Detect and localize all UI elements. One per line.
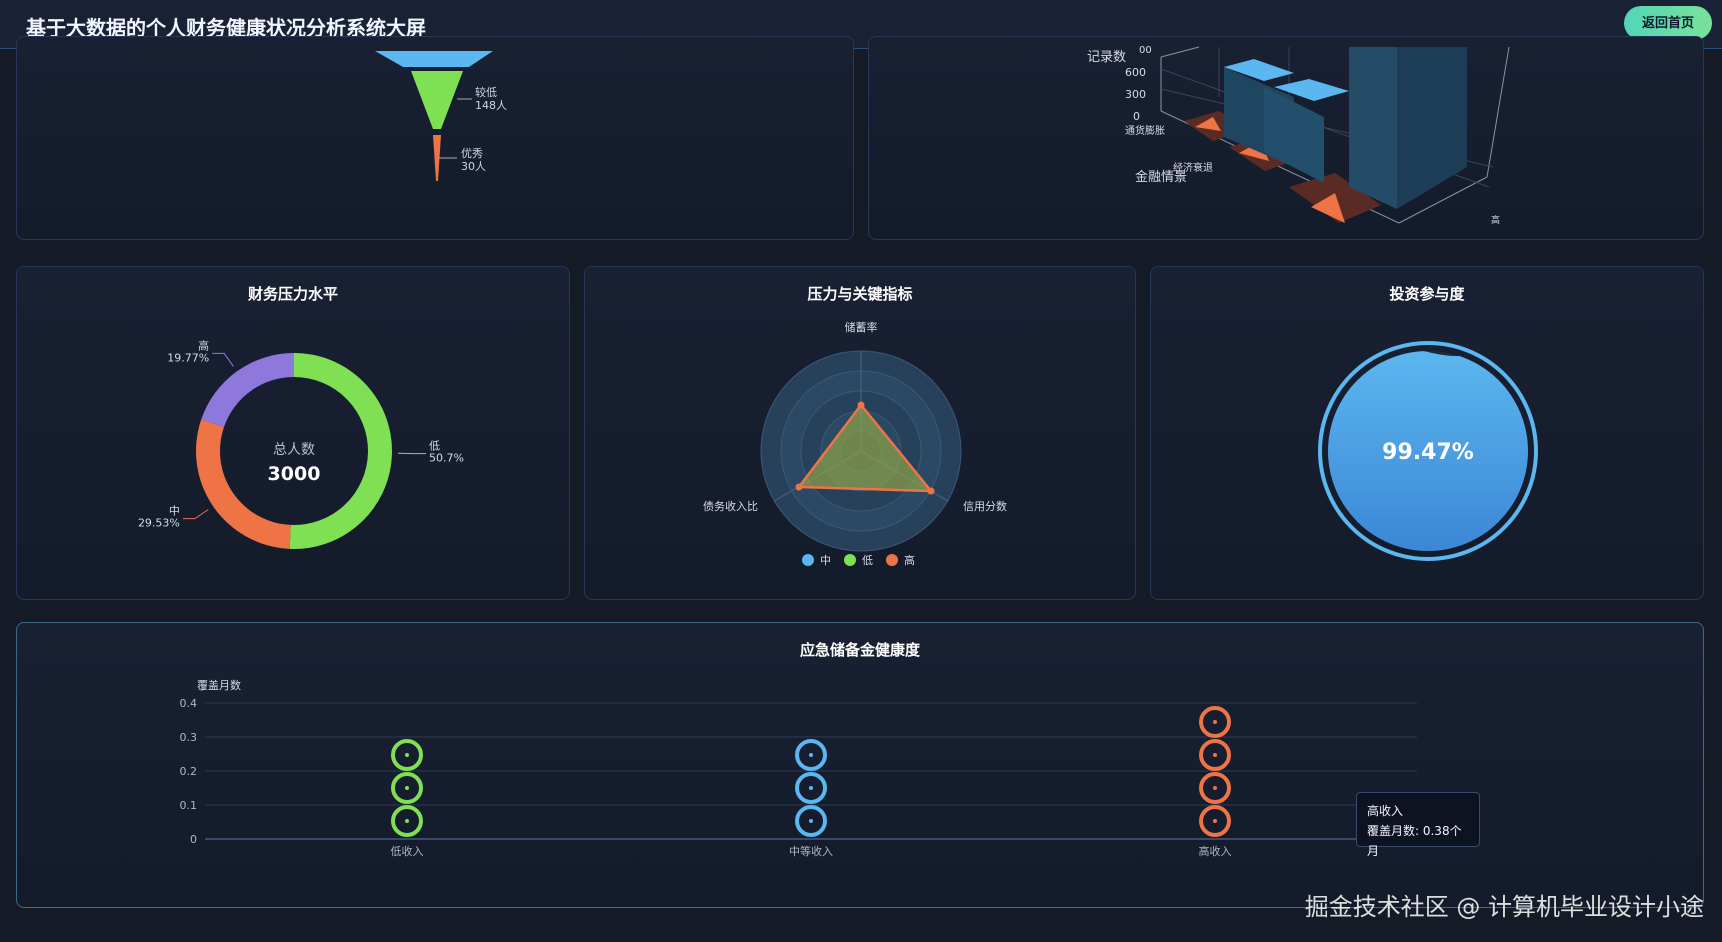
donut-leader-2	[212, 352, 234, 367]
bar3d-side-2[interactable]	[1264, 87, 1324, 183]
bar3d-top-2[interactable]	[1274, 79, 1349, 101]
svg-text:低: 低	[862, 554, 873, 567]
radar-indicator-credit: 信用分数	[963, 500, 1007, 513]
donut-label-name-1: 中	[169, 505, 180, 518]
axis-title-financial-scenario: 金融情景	[1135, 169, 1187, 185]
donut-label-value-1: 29.53%	[138, 517, 180, 530]
y-tick-label: 0	[190, 833, 197, 846]
y-tick-label: 0.1	[180, 799, 198, 812]
gauge-outline	[1318, 341, 1538, 561]
tooltip-value: 覆盖月数: 0.38个月	[1367, 824, 1462, 858]
axis-title-record-count: 记录数	[1087, 50, 1126, 65]
radar-point-credit[interactable]	[927, 487, 935, 495]
funnel-label-low-value: 148人	[475, 99, 507, 112]
y-tick-label: 0.3	[180, 731, 198, 744]
y-tick-label: 0.4	[180, 697, 198, 710]
bar-0[interactable]	[391, 739, 423, 837]
floor-mark-3[interactable]	[1311, 193, 1345, 223]
funnel-layer-low[interactable]	[411, 71, 463, 129]
emergency-chart: 覆盖月数 0 0.1 0.2 0.3 0.4 低收入 中等收入 高收入	[180, 678, 1417, 858]
bar-1[interactable]	[795, 739, 827, 837]
donut-slice-2[interactable]	[201, 353, 294, 428]
radar-indicator-savings: 储蓄率	[845, 320, 878, 334]
donut-label-value-2: 19.77%	[167, 351, 209, 364]
x-tick-label-0: 低收入	[391, 844, 424, 858]
return-home-button[interactable]: 返回首页	[1623, 6, 1712, 40]
scenario-3d-panel: 记录数 00 600 300 0 通货膨胀 经济衰退 金融情景 高	[868, 36, 1704, 240]
funnel-label-excellent-name: 优秀	[461, 147, 483, 160]
floor-mark-1[interactable]	[1195, 117, 1221, 131]
donut-slice-0[interactable]	[289, 353, 393, 549]
svg-text:高: 高	[904, 553, 915, 567]
tooltip-category: 高收入	[1367, 804, 1404, 818]
category-label-recession: 经济衰退	[1173, 161, 1213, 174]
chart-tooltip: 高收入 覆盖月数: 0.38个月	[1356, 792, 1480, 858]
legend-item-low[interactable]: 低	[844, 554, 873, 567]
radar-series-area[interactable]	[796, 402, 934, 493]
donut-leader-1	[182, 509, 209, 520]
y-tick-300: 300	[1125, 88, 1146, 101]
pressure-indicators-panel: 压力与关键指标 储蓄率 信用分数 债务收入比 中 低 高	[584, 266, 1136, 600]
y-tick-label: 0.2	[180, 765, 198, 778]
bar3d-side-3[interactable]	[1349, 47, 1397, 209]
y-tick-600: 600	[1125, 66, 1146, 79]
financial-pressure-title: 财务压力水平	[247, 285, 338, 303]
funnel-layer-top[interactable]	[375, 51, 493, 67]
donut-label-name-0: 低	[429, 440, 440, 453]
funnel-chart: 较低 148人 优秀 30人	[375, 51, 507, 181]
emergency-fund-panel: 应急储备金健康度 覆盖月数 0 0.1 0.2 0.3 0.4 低收入 中等收入 高收入	[16, 622, 1704, 908]
x-tick-label-1: 中等收入	[789, 844, 833, 858]
emergency-title: 应急储备金健康度	[799, 641, 920, 659]
watermark-text: 掘金技术社区 @ 计算机毕业设计小途	[1304, 893, 1704, 921]
investment-liquid-gauge: 99.47%	[1318, 341, 1538, 561]
radar-point-savings[interactable]	[857, 401, 865, 409]
radar-point-debt[interactable]	[795, 483, 803, 491]
funnel-layer-excellent[interactable]	[433, 135, 441, 181]
radar-title: 压力与关键指标	[807, 285, 913, 303]
bar3d-front-3[interactable]	[1397, 47, 1467, 209]
y-axis-title: 覆盖月数	[197, 678, 241, 692]
donut-label-name-2: 高	[198, 338, 209, 352]
funnel-label-low-name: 较低	[475, 85, 497, 99]
donut-center-label: 总人数	[273, 442, 315, 458]
gauge-liquid-fill	[1328, 351, 1528, 551]
radar-indicator-debt: 债务收入比	[703, 499, 758, 513]
donut-label-value-0: 50.7%	[429, 452, 464, 465]
investment-panel: 投资参与度 99.47%	[1150, 266, 1704, 600]
x-tick-label-2: 高收入	[1199, 844, 1232, 858]
bar3d-top-1[interactable]	[1224, 59, 1294, 81]
funnel-label-excellent-value: 30人	[461, 160, 486, 173]
donut-slice-1[interactable]	[196, 419, 291, 549]
category-label-inflation: 通货膨胀	[1125, 124, 1165, 137]
funnel-panel: 较低 148人 优秀 30人	[16, 36, 854, 240]
legend-item-high[interactable]: 高	[886, 553, 915, 567]
bar-2[interactable]	[1199, 706, 1231, 837]
investment-title: 投资参与度	[1389, 285, 1465, 303]
radar-chart: 储蓄率 信用分数 债务收入比 中 低 高	[703, 320, 1007, 567]
y-tick-0: 0	[1133, 110, 1140, 123]
corner-label: 高	[1491, 214, 1500, 226]
donut-center-value: 3000	[268, 463, 321, 485]
legend-item-mid[interactable]: 中	[802, 554, 831, 567]
gauge-value: 99.47%	[1382, 440, 1474, 465]
svg-text:中: 中	[820, 554, 831, 567]
pressure-donut-chart: 总人数 3000 低50.7% 中29.53% 高19.77%	[138, 338, 464, 549]
scenario-3d-chart: 记录数 00 600 300 0 通货膨胀 经济衰退 金融情景 高	[1087, 45, 1510, 226]
radar-legend: 中 低 高	[802, 553, 915, 567]
y-tick-partial: 00	[1139, 45, 1152, 56]
